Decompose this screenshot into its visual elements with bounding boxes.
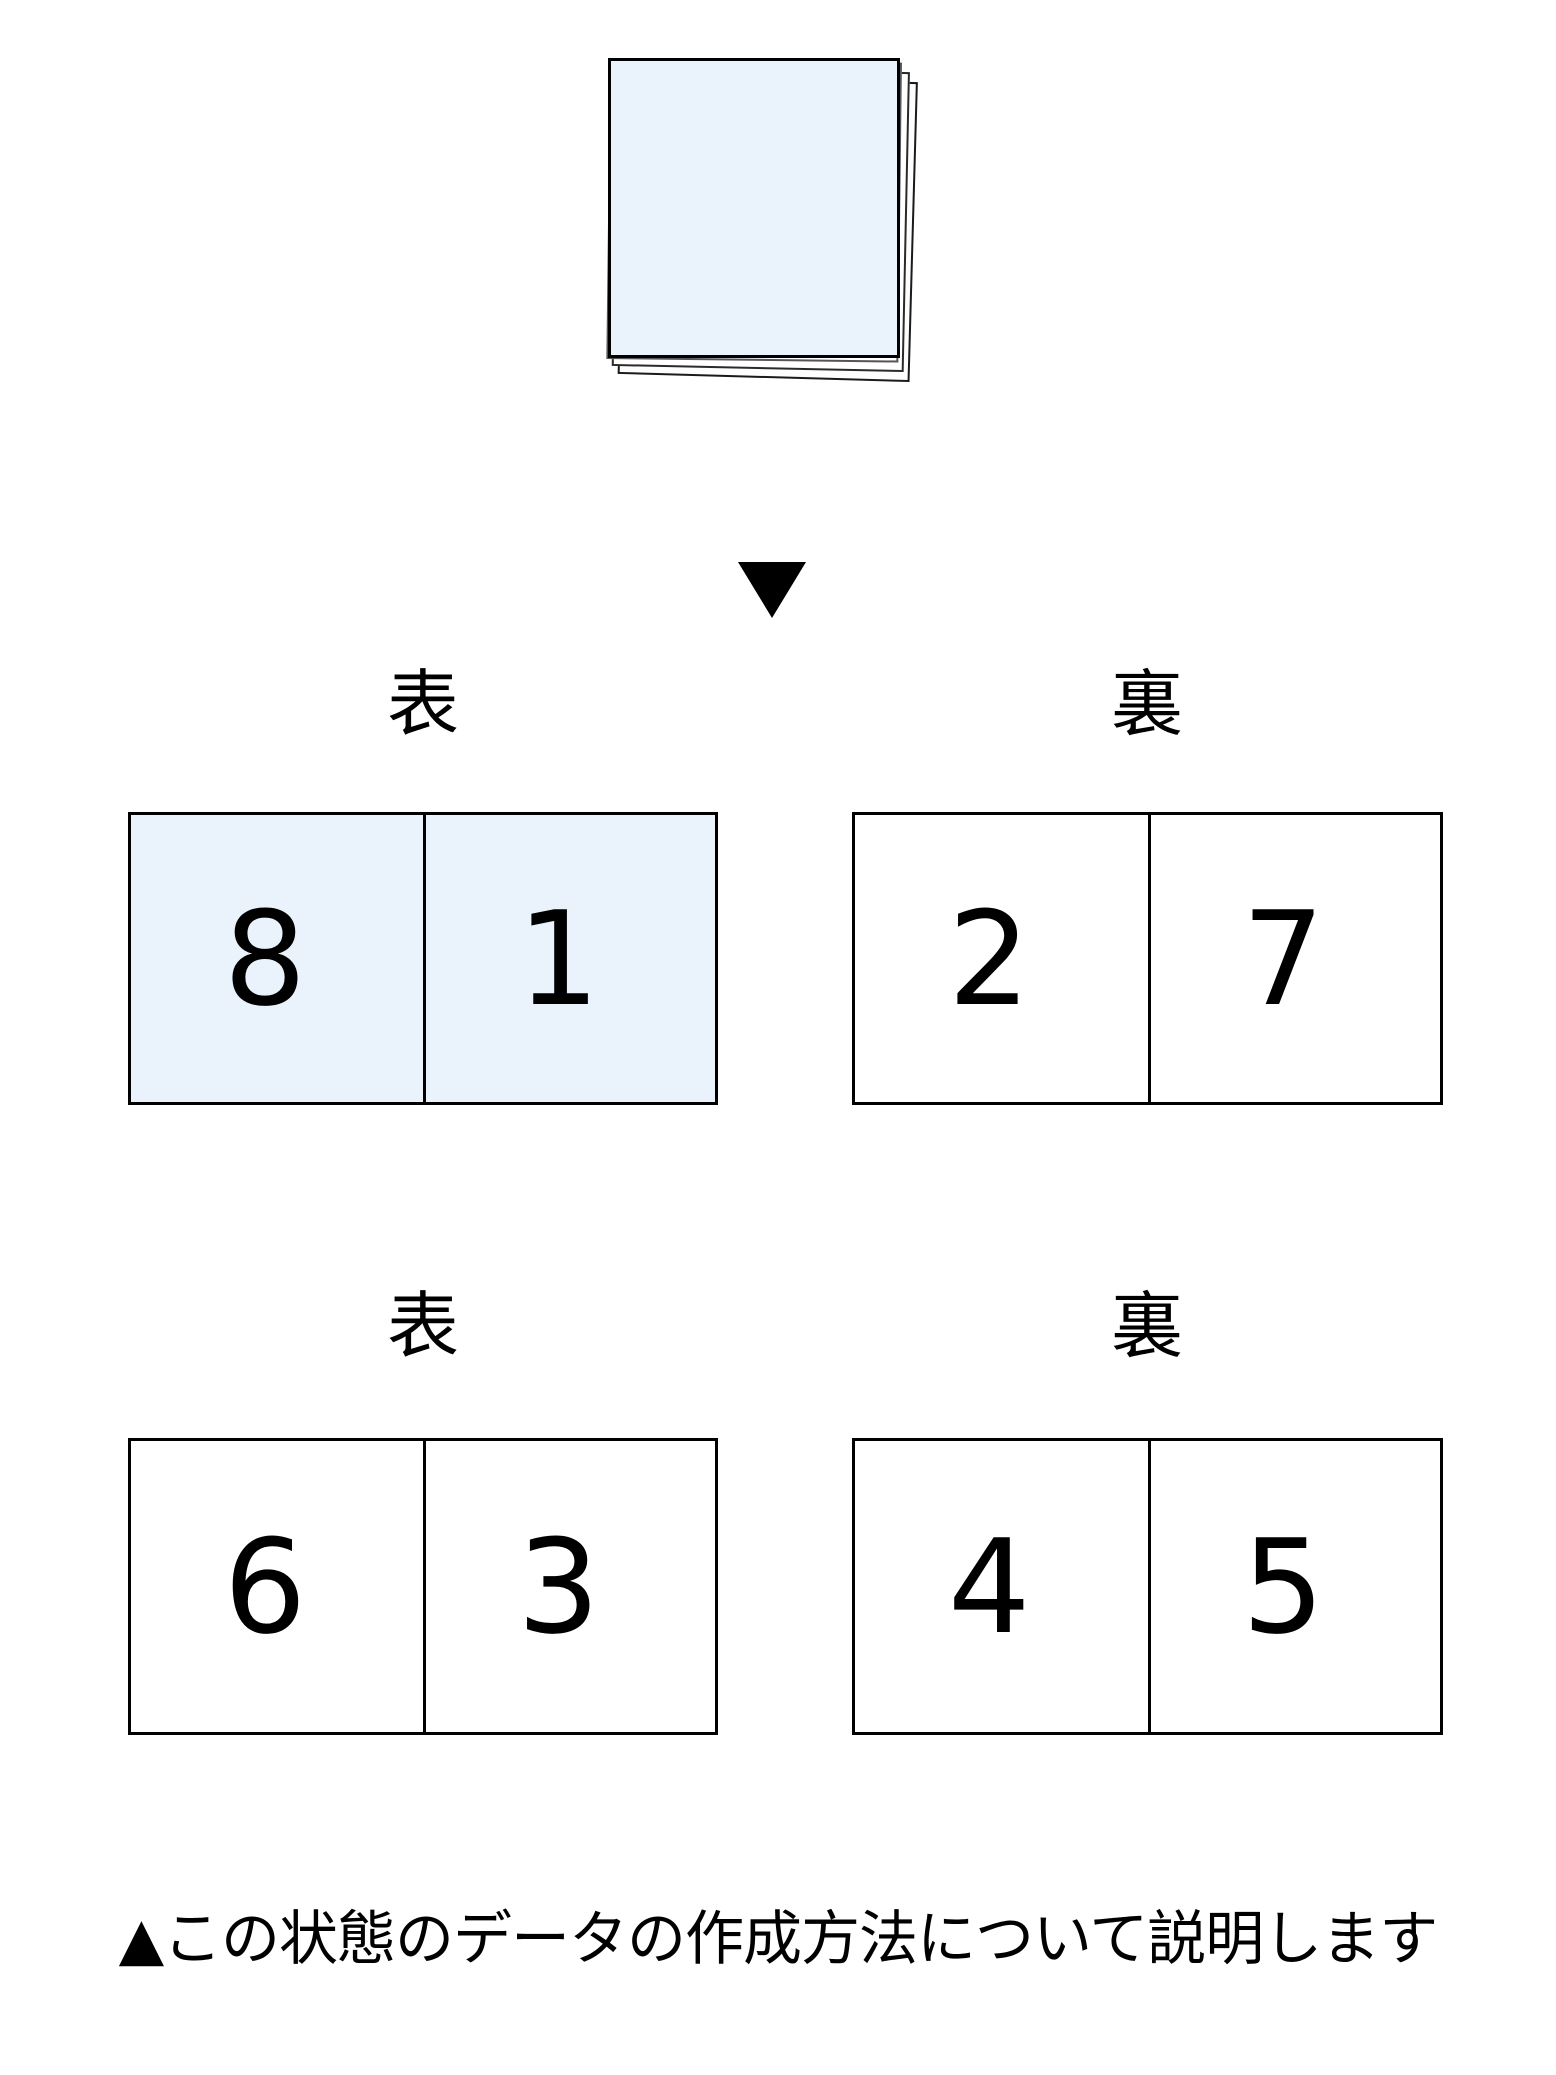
diagram-caption: ▲この状態のデータの作成方法について説明します — [118, 1904, 1439, 1973]
spread-sheet-2-front: 6 3 — [128, 1438, 718, 1735]
spread-label-sheet-2-front: 表 — [386, 1284, 459, 1368]
page-cell: 5 — [1147, 1441, 1441, 1732]
spread-label-sheet-1-front: 表 — [386, 662, 459, 746]
page-number: 3 — [517, 1510, 600, 1663]
page-number: 7 — [1241, 882, 1325, 1035]
page-cell: 8 — [131, 815, 423, 1102]
page-number: 6 — [223, 1510, 307, 1663]
spread-label-sheet-2-back: 裏 — [1110, 1284, 1183, 1368]
page-cell: 6 — [131, 1441, 423, 1732]
page-number: 4 — [947, 1510, 1031, 1663]
page-cell: 1 — [423, 815, 715, 1102]
paper-stack — [600, 50, 945, 390]
page-cell: 7 — [1147, 815, 1441, 1102]
page-number: 1 — [517, 882, 600, 1035]
page-number: 8 — [223, 882, 307, 1035]
page-cell: 3 — [423, 1441, 715, 1732]
spread-sheet-1-front: 8 1 — [128, 812, 718, 1105]
page-cell: 4 — [855, 1441, 1148, 1732]
spread-sheet-1-back: 2 7 — [852, 812, 1443, 1105]
page-cell: 2 — [855, 815, 1148, 1102]
page-number: 2 — [947, 882, 1031, 1035]
page-number: 5 — [1241, 1510, 1325, 1663]
paper-sheet-top — [608, 58, 900, 358]
arrow-down-icon — [738, 562, 806, 618]
spread-label-sheet-1-back: 裏 — [1110, 662, 1183, 746]
spread-sheet-2-back: 4 5 — [852, 1438, 1443, 1735]
